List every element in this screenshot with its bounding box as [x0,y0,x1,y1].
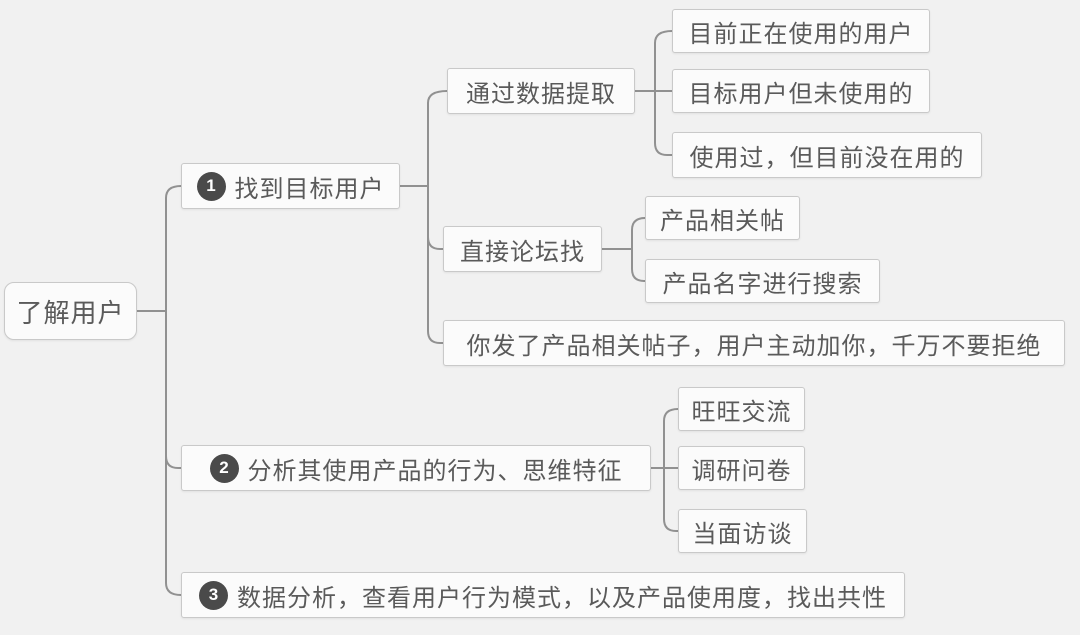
leaf-survey[interactable]: 调研问卷 [678,446,805,490]
leaf-wangwang-chat[interactable]: 旺旺交流 [678,387,805,431]
link-forum-leaf-trunk [631,217,646,282]
leaf-interview-label: 当面访谈 [692,520,793,548]
root-node[interactable]: 了解用户 [4,282,137,340]
leaf-product-posts[interactable]: 产品相关帖 [645,196,800,240]
branch-node-1[interactable]: 1 找到目标用户 [181,163,400,209]
leaf-interview[interactable]: 当面访谈 [678,509,807,553]
link-data-leaf-trunk [654,30,673,156]
link-main-trunk [165,185,182,596]
leaf-wangwang-chat-label: 旺旺交流 [691,398,792,426]
leaf-current-users[interactable]: 目前正在使用的用户 [672,9,930,53]
node-forum-search[interactable]: 直接论坛找 [443,226,602,272]
leaf-product-posts-label: 产品相关帖 [660,207,785,235]
node-dont-refuse-users[interactable]: 你发了产品相关帖子，用户主动加你，千万不要拒绝 [443,320,1065,366]
leaf-survey-label: 调研问卷 [691,457,792,485]
node-dont-refuse-users-label: 你发了产品相关帖子，用户主动加你，千万不要拒绝 [466,332,1042,360]
branch-2-number-badge: 2 [209,453,239,483]
link-branch2-leaf-trunk [663,408,679,532]
leaf-used-before[interactable]: 使用过，但目前没在用的 [672,132,982,178]
root-label: 了解用户 [16,297,125,328]
node-forum-search-label: 直接论坛找 [460,238,585,266]
branch-3-number-badge: 3 [199,580,228,610]
leaf-used-before-label: 使用过，但目前没在用的 [689,144,965,172]
branch-node-2[interactable]: 2 分析其使用产品的行为、思维特征 [181,445,651,491]
link-subtrunk-to-forum [427,236,443,250]
branch-2-label: 分析其使用产品的行为、思维特征 [247,457,623,485]
leaf-target-not-using-label: 目标用户但未使用的 [688,80,914,108]
link-trunk-to-branch2 [165,455,181,469]
branch-3-label: 数据分析，查看用户行为模式，以及产品使用度，找出共性 [237,584,887,612]
node-data-extraction-label: 通过数据提取 [466,80,616,108]
leaf-current-users-label: 目前正在使用的用户 [688,20,914,48]
branch-node-3[interactable]: 3 数据分析，查看用户行为模式，以及产品使用度，找出共性 [181,572,905,618]
branch-1-number-badge: 1 [196,171,226,201]
leaf-search-product-name[interactable]: 产品名字进行搜索 [645,259,880,303]
branch-1-label: 找到目标用户 [234,175,385,203]
node-data-extraction[interactable]: 通过数据提取 [447,68,635,114]
link-branch1-subtrunk [427,90,448,344]
leaf-target-not-using[interactable]: 目标用户但未使用的 [672,69,930,113]
leaf-search-product-name-label: 产品名字进行搜索 [662,270,863,298]
